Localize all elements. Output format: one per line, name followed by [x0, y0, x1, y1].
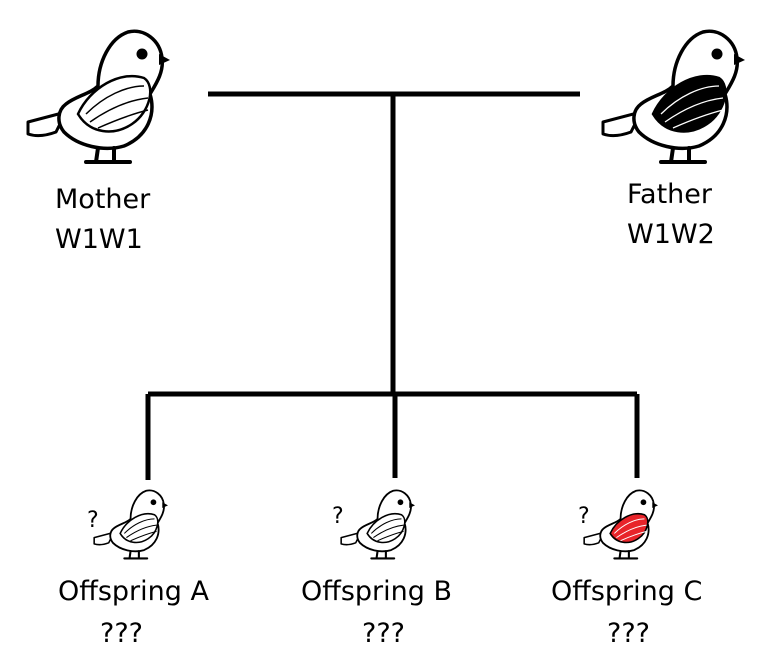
offspring-b-bird-icon — [340, 489, 417, 560]
offspring-b-mark: ? — [332, 504, 344, 529]
offspring-a-bird-icon — [93, 489, 170, 560]
offspring-a-mark: ? — [87, 508, 99, 533]
mother-genotype: W1W1 — [55, 224, 143, 255]
offspring-b-name: Offspring B — [301, 576, 453, 607]
mother-name: Mother — [55, 184, 151, 215]
father-genotype: W1W2 — [627, 219, 715, 250]
offspring-c-bird-icon — [583, 489, 660, 560]
offspring-c-mark: ? — [578, 504, 590, 529]
mother-bird-icon — [26, 29, 172, 165]
connector-lines — [145, 91, 640, 480]
offspring-c-genotype: ??? — [607, 618, 650, 649]
offspring-c-name: Offspring C — [551, 576, 703, 607]
offspring-a-genotype: ??? — [100, 618, 143, 649]
offspring-a-name: Offspring A — [58, 576, 209, 607]
father-bird-icon — [601, 29, 747, 165]
father-name: Father — [627, 179, 713, 210]
offspring-b-genotype: ??? — [362, 618, 405, 649]
